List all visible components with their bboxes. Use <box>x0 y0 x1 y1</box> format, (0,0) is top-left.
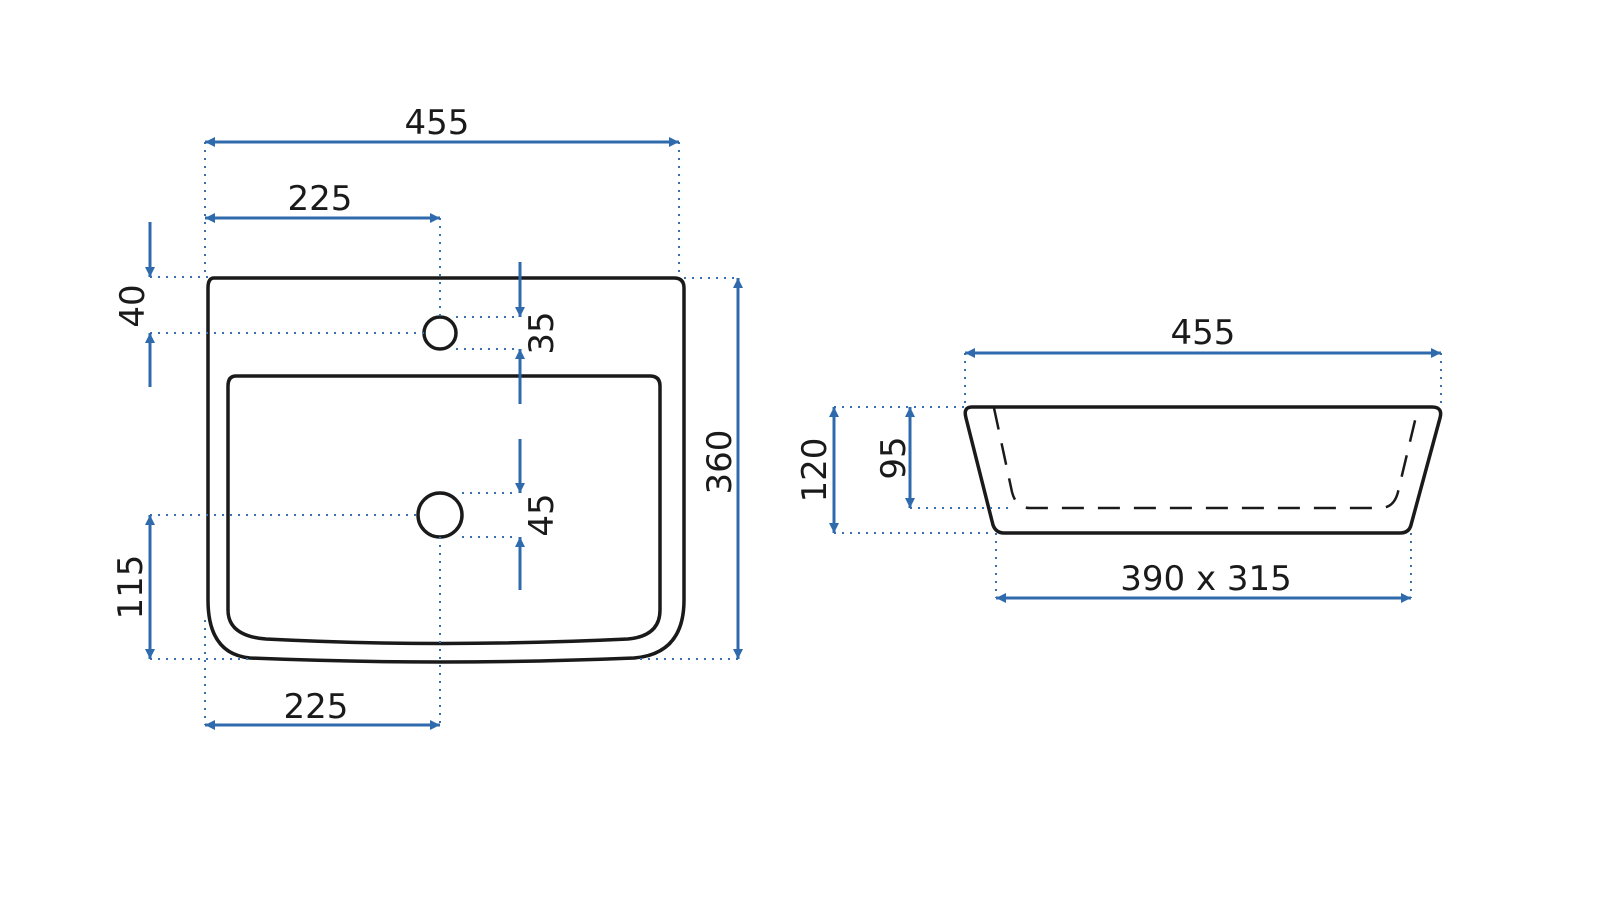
dim-label-bowl-depth: 95 <box>874 436 914 479</box>
bowl-inner-outline <box>226 374 662 646</box>
side-bowl-hidden-line <box>992 407 1420 510</box>
dim-label-drain: 45 <box>522 493 562 536</box>
dim-label-width-455: 455 <box>405 103 470 143</box>
dim-label-side-top-width: 455 <box>1171 313 1236 353</box>
drain-hole <box>416 491 464 539</box>
dim-label-base-size: 390 x 315 <box>1120 559 1292 599</box>
side-extension-lines <box>834 353 1442 598</box>
dim-label-depth-360: 360 <box>700 430 740 495</box>
dim-label-drain-from-bottom: 115 <box>111 555 151 620</box>
front-extension-lines <box>150 142 738 725</box>
dim-label-tap-offset-bottom: 225 <box>284 687 349 727</box>
dim-label-tap-offset-top: 225 <box>288 179 353 219</box>
front-view: 455 225 40 35 45 360 115 225 <box>111 103 743 730</box>
basin-outer-outline <box>206 276 686 664</box>
side-view: 455 120 95 390 x 315 <box>795 313 1443 603</box>
dim-label-tap-from-top: 40 <box>113 284 153 327</box>
side-profile-outline <box>963 405 1443 535</box>
dim-label-tap-hole: 35 <box>522 311 562 354</box>
dim-label-side-height: 120 <box>795 438 835 503</box>
tap-hole <box>422 315 458 351</box>
